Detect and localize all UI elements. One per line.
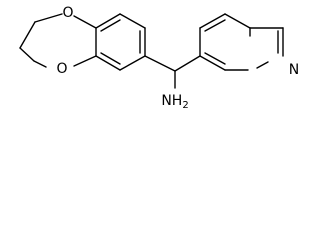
oxygen-top-label: O bbox=[62, 5, 73, 21]
pyridine-ring bbox=[199, 13, 284, 71]
oxygen-bottom-label: O bbox=[56, 61, 67, 77]
bond-p5-n bbox=[256, 61, 269, 69]
bond-b1-b2 bbox=[95, 13, 121, 29]
double-bond-b5-b6 bbox=[100, 52, 121, 65]
bond-c3-o2 bbox=[33, 60, 47, 68]
chemical-structure: O O N NH2 bbox=[19, 5, 299, 111]
bond-b4-b5 bbox=[119, 55, 146, 71]
bond-ch-pyridine bbox=[174, 55, 201, 72]
double-bond-p1-p6 bbox=[204, 52, 226, 65]
dioxepine-ring bbox=[19, 13, 97, 68]
benzene-ring bbox=[95, 13, 146, 71]
bond-c1-c2 bbox=[19, 21, 36, 49]
amine-label: NH2 bbox=[161, 93, 188, 111]
bond-b5-b6 bbox=[95, 55, 121, 71]
bond-o1-c1 bbox=[34, 13, 63, 23]
bond-o2-ar bbox=[73, 55, 97, 67]
bond-c2-c3 bbox=[19, 47, 35, 62]
bond-benzene-ch bbox=[144, 55, 176, 72]
bond-p3-p4 bbox=[224, 13, 251, 29]
bond-o1-ar bbox=[73, 15, 97, 29]
pyridine-nitrogen-label: N bbox=[289, 62, 299, 78]
bond-b2-b3 bbox=[119, 13, 146, 29]
double-bond-b1-b2 bbox=[100, 19, 121, 32]
double-bond-p2-p3 bbox=[204, 19, 226, 32]
bond-p6-p1 bbox=[199, 55, 226, 71]
bond-p2-p3 bbox=[199, 13, 226, 29]
methine-center bbox=[144, 55, 201, 89]
structure-canvas: O O N NH2 bbox=[19, 5, 299, 111]
